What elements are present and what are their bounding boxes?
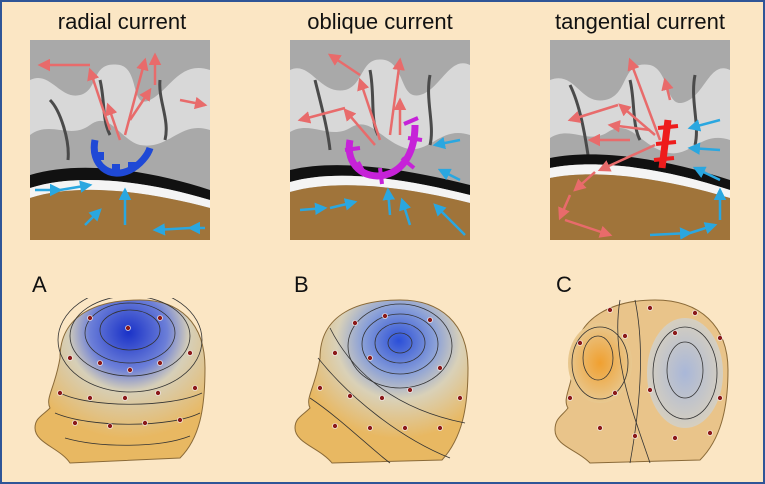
scalp-map-oblique <box>294 299 469 464</box>
mri-slice-tangential <box>550 40 730 240</box>
panel-a-title: radial current <box>57 9 187 34</box>
skull-white <box>290 175 470 203</box>
scalp-map-radial <box>34 298 206 464</box>
oblique-dipole-ticks <box>344 116 423 185</box>
radial-dipole-markers <box>96 152 136 172</box>
head-surface <box>34 299 206 464</box>
electrodes <box>57 315 198 429</box>
panel-c-title: tangential current <box>555 9 725 34</box>
inward-current-arrows <box>299 136 466 236</box>
scalp <box>550 174 730 240</box>
mri-slice-oblique <box>290 40 470 240</box>
inward-current-arrows <box>35 180 205 236</box>
outward-current-arrows <box>558 57 674 238</box>
panel-b-letter: B <box>294 272 309 297</box>
panel-b-title: oblique current <box>307 9 453 34</box>
skull-dark <box>290 165 470 195</box>
panel-a-letter: A <box>32 272 47 297</box>
isopotential-contours <box>54 298 203 446</box>
electrodes <box>567 305 723 441</box>
scalp <box>290 185 470 240</box>
head-surface <box>294 299 469 464</box>
oblique-dipole-source <box>345 124 419 180</box>
outward-current-arrows <box>297 53 407 146</box>
skull-dark <box>30 167 210 200</box>
positive-pole <box>568 323 632 403</box>
tangential-dipole-ticks <box>653 124 679 162</box>
white-matter <box>290 59 470 150</box>
negative-pole <box>647 318 723 428</box>
sulci <box>568 74 698 156</box>
mri-slice-radial <box>30 40 210 240</box>
panel-c-letter: C <box>556 272 572 297</box>
inward-current-arrows <box>649 118 727 240</box>
isopotential-contours <box>309 303 466 464</box>
isopotential-contours <box>571 299 718 464</box>
skull-dark <box>550 154 730 190</box>
scalp-map-tangential <box>554 299 729 464</box>
electrodes <box>317 313 463 431</box>
white-matter <box>550 64 730 154</box>
outward-current-arrows <box>37 52 208 141</box>
